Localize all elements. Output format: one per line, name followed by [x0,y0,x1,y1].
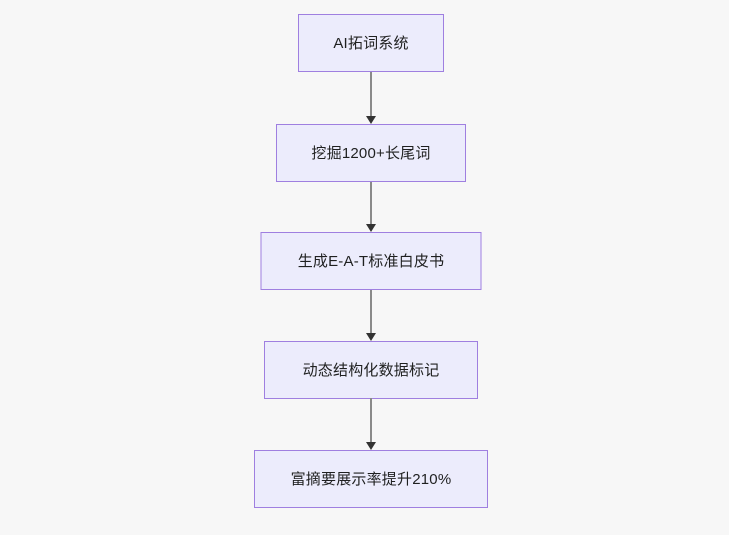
flow-node-dynamic-structured-data-markup[interactable]: 动态结构化数据标记 [264,341,478,399]
arrow-down-icon [366,116,376,124]
flow-node-mine-longtail-keywords[interactable]: 挖掘1200+长尾词 [276,124,466,182]
flow-node-label: 生成E-A-T标准白皮书 [297,252,445,270]
edge-line [370,290,372,334]
flow-node-generate-eat-whitepaper[interactable]: 生成E-A-T标准白皮书 [260,232,482,290]
flow-node-label: 富摘要展示率提升210% [290,470,452,488]
arrow-down-icon [366,333,376,341]
flow-node-label: AI拓词系统 [333,34,409,52]
flow-edge-n1-n2 [365,72,377,124]
flow-node-rich-snippet-impression-lift[interactable]: 富摘要展示率提升210% [254,450,488,508]
edge-line [370,182,372,225]
edge-line [370,72,372,117]
flow-node-ai-keyword-system[interactable]: AI拓词系统 [298,14,444,72]
flow-edge-n2-n3 [365,182,377,232]
flow-node-label: 挖掘1200+长尾词 [311,144,431,162]
edge-line [370,398,372,443]
flow-edge-n3-n4 [365,290,377,341]
arrow-down-icon [366,224,376,232]
arrow-down-icon [366,442,376,450]
flow-edge-n4-n5 [365,398,377,450]
flow-node-label: 动态结构化数据标记 [302,361,440,379]
